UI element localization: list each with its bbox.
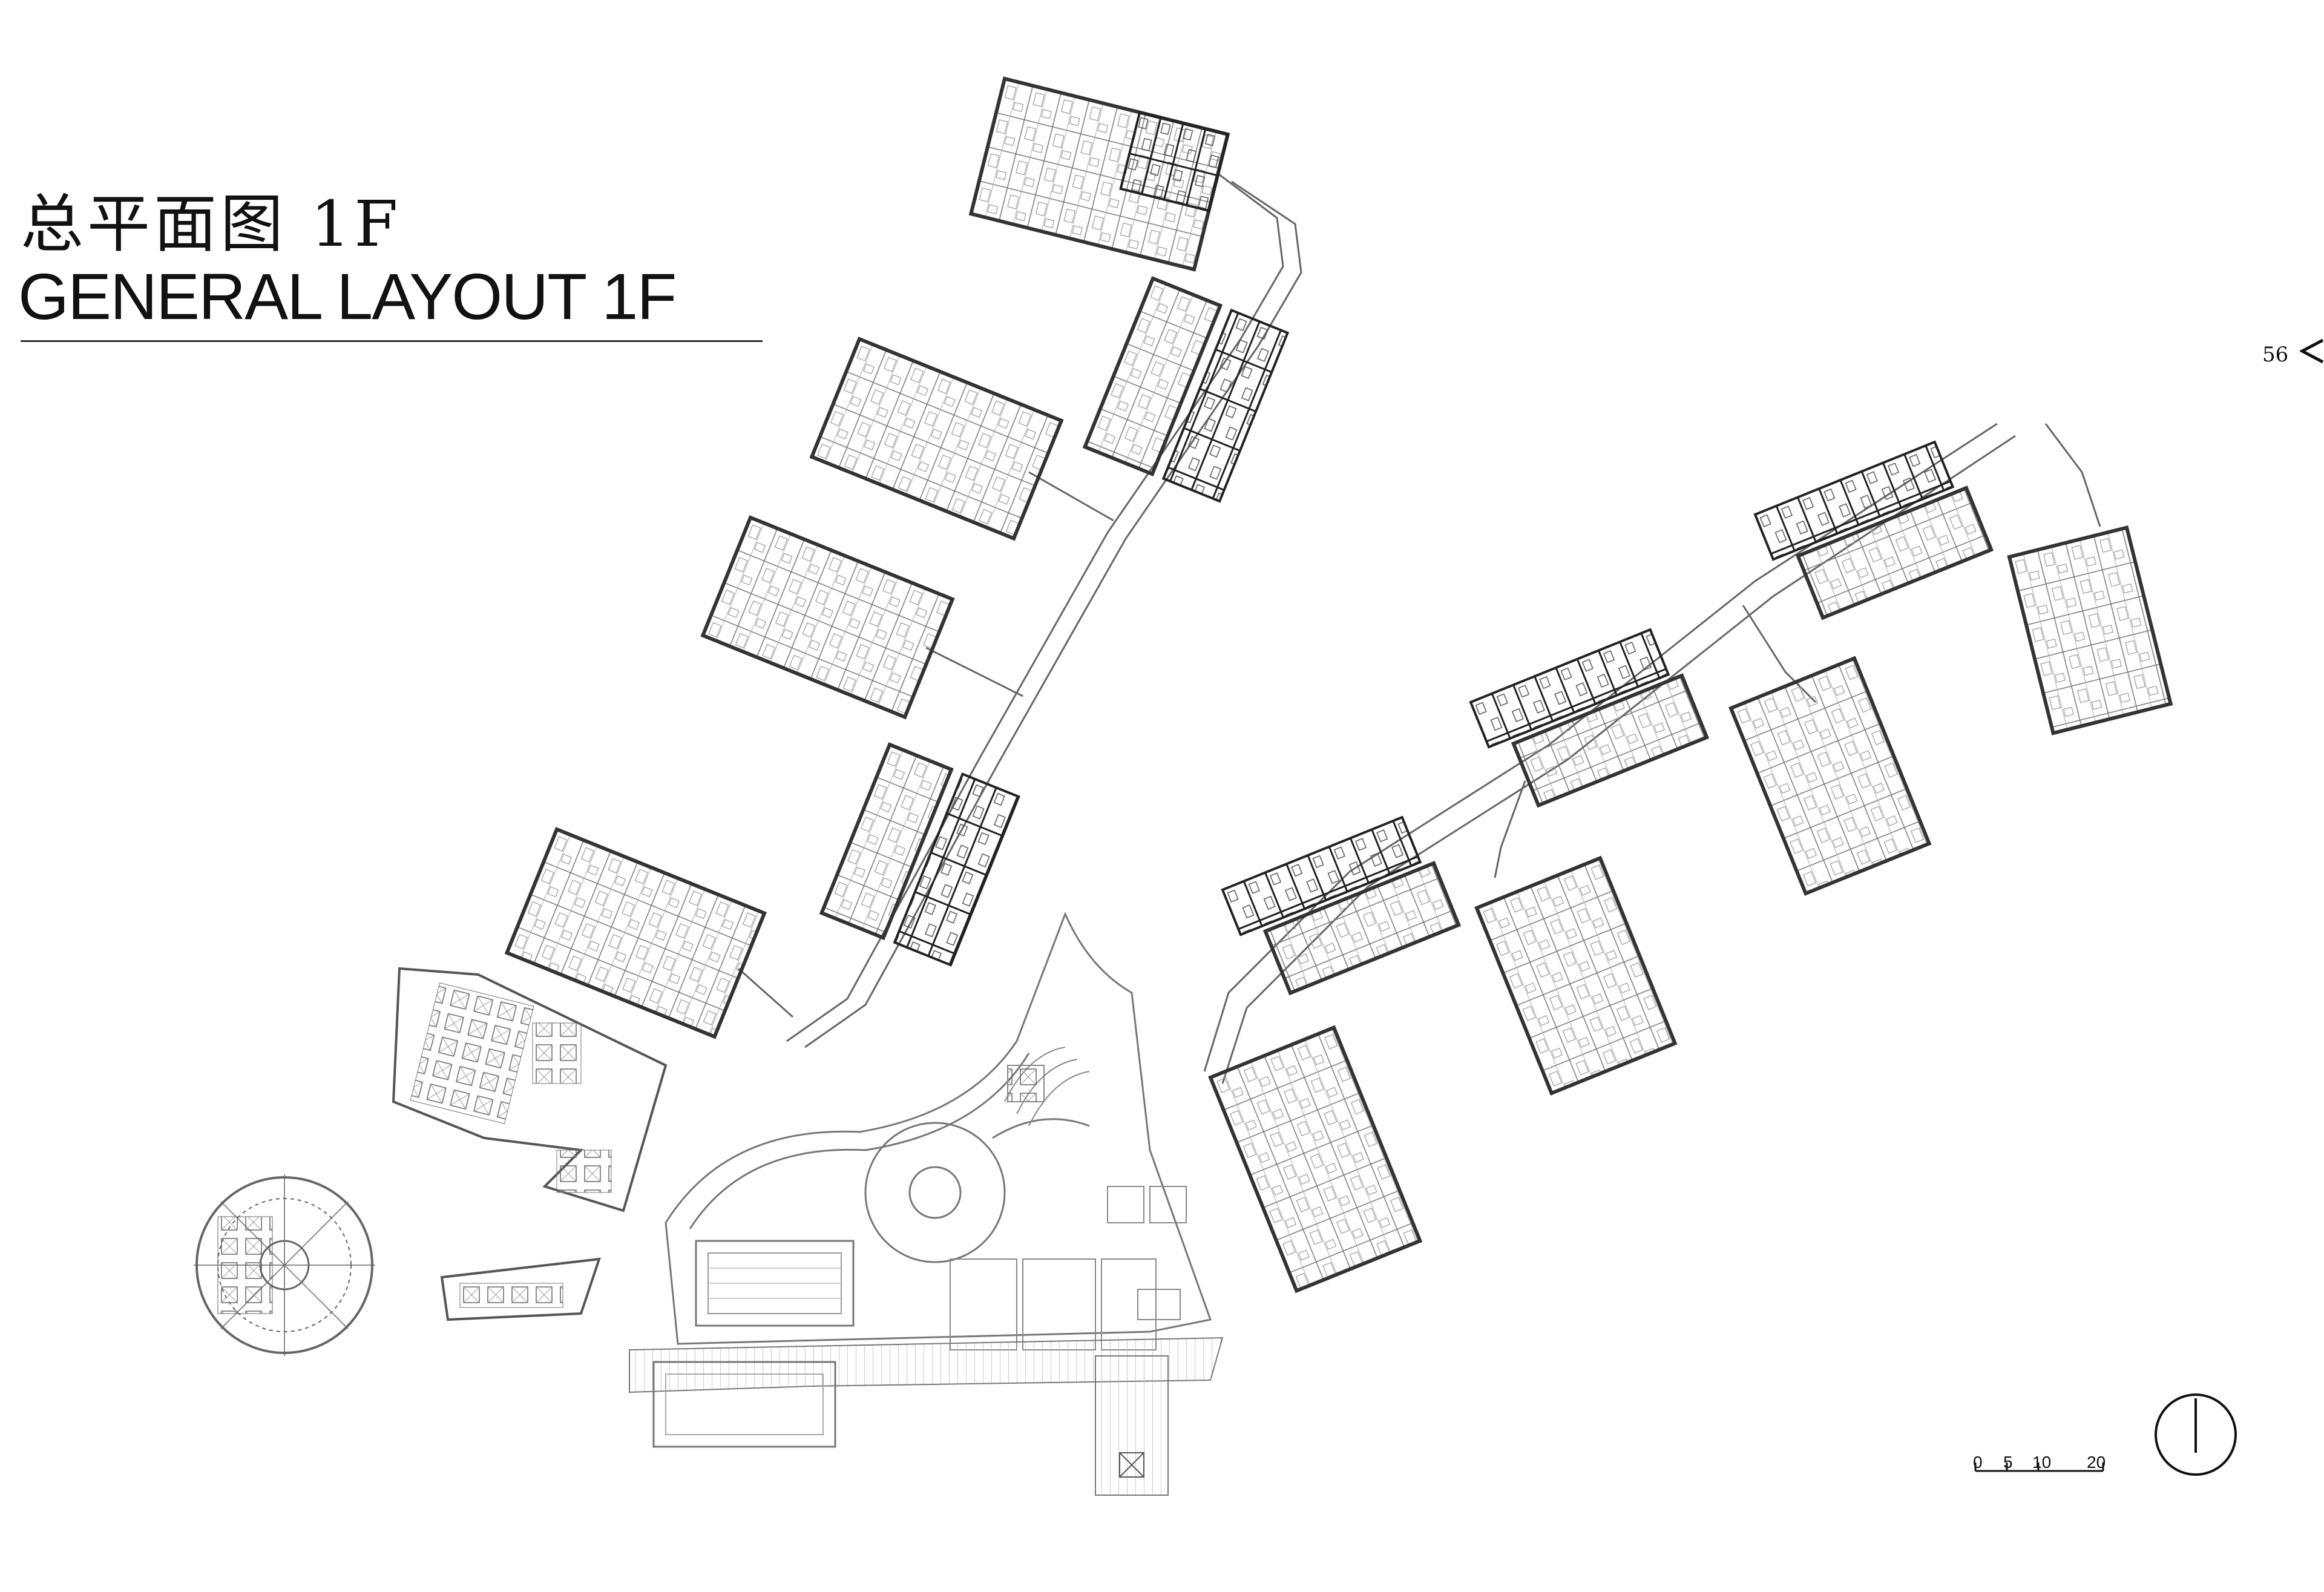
auditorium [1004,1047,1090,1127]
round-pavilion [194,1174,375,1356]
wing-block-r4 [1208,1025,1423,1294]
page-number: 56 [2262,343,2289,367]
wing-block-r5 [1474,855,1678,1096]
wing-block-top [968,76,1230,272]
wing-block-r3 [1753,440,1994,620]
wing-block-r1 [1221,815,1462,996]
terrace-deck [629,1337,1224,1496]
wing-block-2 [809,337,1064,541]
title-divider [21,340,763,342]
scale-tick-0: 0 [1973,1453,1983,1472]
page-title-chinese: 总平面图 1F [21,187,402,261]
wing-block-5-double [1082,276,1290,503]
scale-tick-20: 20 [2087,1453,2106,1472]
indoor-pool [695,1240,855,1327]
north-arrow-icon [2155,1393,2237,1476]
scale-bar [1974,1462,2104,1472]
central-rooms [950,1186,1187,1350]
wing-block-r2 [1469,628,1710,808]
wing-block-3 [700,515,955,720]
page-title-english: GENERAL LAYOUT 1F [18,260,677,333]
scale-tick-10: 10 [2032,1453,2052,1472]
chevron-left-icon[interactable] [2300,338,2324,364]
central-facility [665,912,1212,1345]
bar-block [440,1257,601,1321]
wing-block-6-double [819,742,1020,967]
wing-block-4 [504,827,767,1039]
wing-block-r6 [1728,656,1932,896]
scale-tick-5: 5 [2003,1453,2013,1472]
restaurant-block [392,967,668,1212]
wing-block-r7 [2007,525,2173,735]
